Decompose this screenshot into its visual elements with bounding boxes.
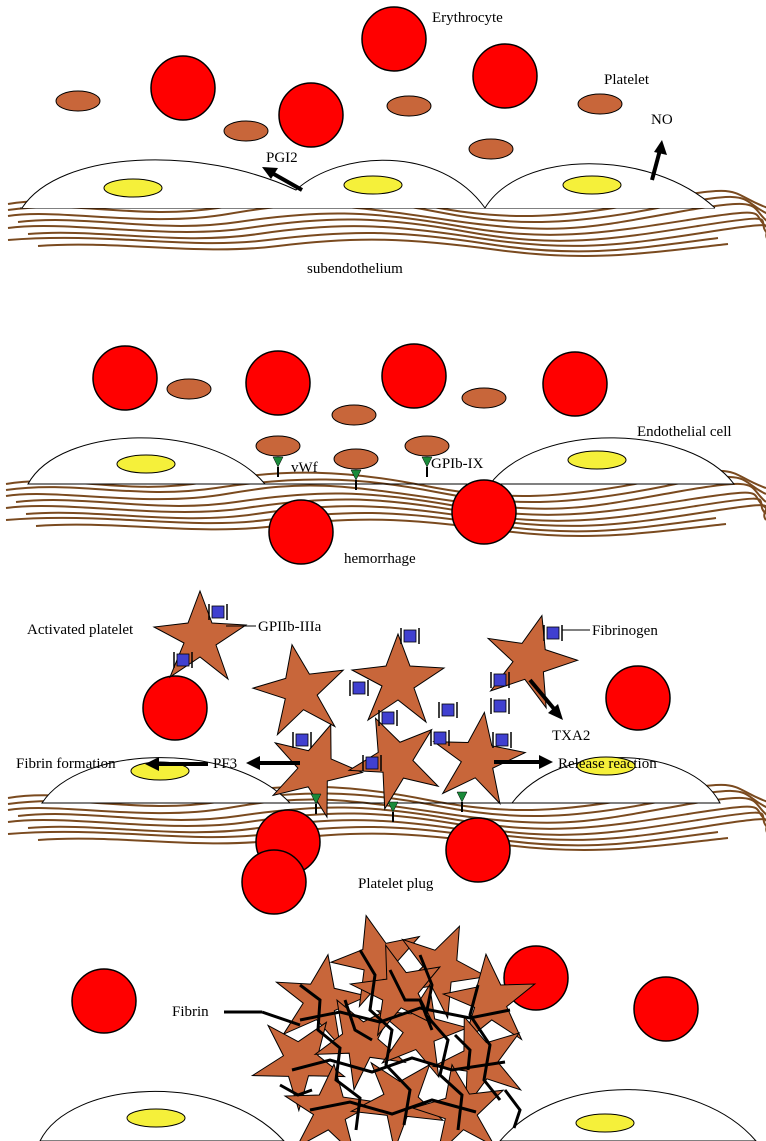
gpiib-iiia-receptor — [209, 604, 227, 620]
label-platelet-plug: Platelet plug — [358, 876, 434, 892]
nucleus — [104, 179, 162, 197]
erythrocyte-escaping — [452, 480, 516, 544]
erythrocyte — [93, 346, 157, 410]
gpiib-iiia-receptor — [491, 672, 509, 688]
platelet — [387, 96, 431, 116]
erythrocyte — [279, 83, 343, 147]
fibrin-leader — [224, 1012, 300, 1025]
activated-platelet — [475, 604, 587, 713]
nucleus — [117, 455, 175, 473]
activated-platelet — [427, 706, 530, 806]
platelet — [462, 388, 506, 408]
activated-platelet — [154, 591, 246, 679]
erythrocyte — [362, 7, 426, 71]
erythrocyte — [151, 56, 215, 120]
nucleus — [344, 176, 402, 194]
label-endothelial-cell: Endothelial cell — [637, 424, 732, 440]
label-platelet: Platelet — [604, 72, 650, 88]
nucleus — [563, 176, 621, 194]
activated-platelet — [247, 637, 353, 740]
activated-platelet — [352, 634, 444, 722]
erythrocyte — [606, 666, 670, 730]
label-activated-platelet: Activated platelet — [27, 622, 134, 638]
gpiib-iiia-receptor — [363, 755, 381, 771]
erythrocyte-escaping — [269, 500, 333, 564]
nucleus — [127, 1109, 185, 1127]
erythrocyte — [242, 850, 306, 914]
gpiib-iiia-receptor — [174, 652, 192, 668]
erythrocyte — [72, 969, 136, 1033]
platelet-adherent — [256, 436, 300, 456]
platelet — [469, 139, 513, 159]
erythrocyte — [446, 818, 510, 882]
erythrocyte — [143, 676, 207, 740]
label-subendothelium: subendothelium — [307, 261, 403, 277]
gpiib-iiia-receptor — [431, 730, 449, 746]
erythrocyte — [473, 44, 537, 108]
platelet-adherent — [405, 436, 449, 456]
label-hemorrhage: hemorrhage — [344, 551, 416, 567]
erythrocyte — [634, 977, 698, 1041]
label-gpib-ix: GPIb-IX — [431, 456, 484, 472]
gpiib-iiia-receptor — [491, 698, 509, 714]
panel-4-platelet-plug: Platelet plug Fibrin — [40, 850, 756, 1141]
panel-1-normal-vessel: Erythrocyte Platelet NO PGI2 subendothel… — [8, 7, 766, 277]
gpiib-iiia-receptor — [493, 732, 511, 748]
label-vwf: vWf — [291, 460, 318, 476]
label-no: NO — [651, 112, 673, 128]
label-txa2: TXA2 — [552, 728, 590, 744]
nucleus — [576, 1114, 634, 1132]
gpib-ix-receptor — [388, 802, 398, 822]
label-gpiib-iiia: GPIIb-IIIa — [258, 619, 322, 635]
panel-3-activation: Activated platelet GPIIb-IIIa Fibrinogen… — [8, 591, 766, 882]
no-arrow — [652, 140, 667, 180]
label-erythrocyte: Erythrocyte — [432, 10, 503, 26]
endothelial-cell-right — [500, 1090, 756, 1141]
label-pgi2: PGI2 — [266, 150, 298, 166]
label-fibrinogen: Fibrinogen — [592, 623, 658, 639]
gpiib-iiia-receptor — [439, 702, 457, 718]
platelet — [224, 121, 268, 141]
erythrocyte — [543, 352, 607, 416]
label-release-reaction: Release reaction — [558, 756, 657, 772]
erythrocyte — [246, 351, 310, 415]
platelet — [56, 91, 100, 111]
gpiib-iiia-receptor — [293, 732, 311, 748]
label-fibrin: Fibrin — [172, 1004, 209, 1020]
platelet-plug — [238, 904, 539, 1141]
platelet-adherent — [334, 449, 378, 469]
erythrocyte — [382, 344, 446, 408]
txa2-arrow — [530, 680, 563, 720]
platelet — [167, 379, 211, 399]
platelet — [332, 405, 376, 425]
panel-2-injury: Endothelial cell vWf GPIb-IX hemorrhage — [6, 344, 766, 567]
gpiib-iiia-receptor — [544, 625, 562, 641]
platelet — [578, 94, 622, 114]
label-fibrin-formation: Fibrin formation — [16, 756, 116, 772]
gpiib-iiia-receptor — [379, 710, 397, 726]
gpiib-iiia-receptor — [401, 628, 419, 644]
gpiib-iiia-receptor — [350, 680, 368, 696]
nucleus — [568, 451, 626, 469]
label-pf3: PF3 — [213, 756, 237, 772]
